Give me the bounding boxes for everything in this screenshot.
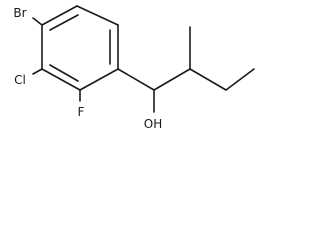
ring-bond-top-left <box>41 5 78 26</box>
hydroxyl-label: OH <box>144 117 162 131</box>
bond-methine-to-methylene <box>189 68 227 91</box>
chlorine-label: Cl <box>14 73 26 87</box>
benzene-ring <box>41 5 119 91</box>
bond-carbinol-to-methine <box>153 68 191 91</box>
bond-to-chlorine <box>32 68 43 75</box>
bond-to-bromine <box>32 17 43 26</box>
bond-ring-to-carbinol <box>117 68 155 91</box>
ring-bond-bottom-right <box>79 68 119 91</box>
ring-bond-top-inner <box>49 14 79 31</box>
ring-bond-bottom-left <box>41 68 81 91</box>
structure-diagram: Br Cl F OH <box>13 5 255 131</box>
fluorine-label: F <box>78 105 85 119</box>
ring-bond-top-right <box>76 5 119 26</box>
bond-to-terminal-methyl <box>225 68 255 91</box>
bromine-label: Br <box>13 6 26 20</box>
ring-bond-bottom-inner <box>49 64 79 82</box>
substituent-bonds <box>32 17 255 113</box>
